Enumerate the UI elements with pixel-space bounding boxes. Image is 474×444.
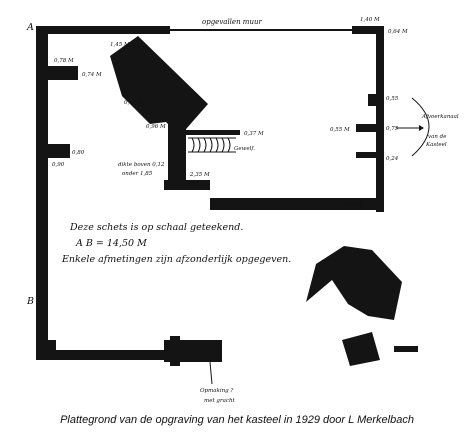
right-projection-2 [356,124,378,132]
ruin-fragment-small [394,346,418,352]
measure-left-top: 0,78 M [54,58,74,64]
measure-right-4: 0,55 M [330,127,350,133]
wall-right [376,26,384,212]
measure-diag-top: 1,45 M [110,42,130,48]
measure-right-3: 0,24 [386,156,399,162]
scale-line-2: A B = 14,50 M [75,238,147,249]
wall-gate-post [170,336,180,366]
wall-lower-interior [210,198,338,210]
wall-bottom-corner [40,340,56,356]
vault-bar [186,130,240,135]
measure-top-right-2: 0,64 M [388,29,408,35]
measure-mid-1: 0,37 M [244,131,264,137]
right-projection-1 [368,94,378,106]
measure-left-mid-2: 0,90 [52,162,65,168]
top-wall-label: opgevallen muur [202,18,262,26]
right-projection-3 [356,152,378,158]
measure-left-mid: 0,80 [72,150,85,156]
scale-line-1: Deze schets is op schaal geteekend. [69,222,243,233]
arrow-label-2: van de [428,134,447,140]
wall-right-lower [334,198,384,210]
measure-top-right-1: 1,40 M [360,17,380,23]
arrow-label-3: Kasteel [425,142,447,148]
dikte-line-1: dikte boven 0,12 [118,162,165,168]
measure-diag-mid: 0,42 M [124,100,144,106]
vault-label: Gewelf. [234,146,255,152]
wall-top-left [36,26,170,34]
interior-pier [168,120,186,184]
measure-right-1: 0,55 [386,96,399,102]
measure-mid-2: 2,35 M [189,172,210,178]
buttress-left-mid [48,144,70,158]
gate-label-1: Opmaking ? [200,388,233,394]
arrow-label-1: Afvoerkanaal [421,114,459,120]
interior-pier-base [164,180,210,190]
outlet-arc [411,97,430,157]
measure-diag-low: 0,96 M [146,124,166,130]
measure-left-top-2: 0,74 M [82,72,102,78]
corner-a-label: A [26,22,34,33]
outlet-arrow-head [419,125,424,131]
diagonal-tower [110,36,208,136]
ruin-fragment-medium [342,332,380,366]
dikte-line-2: onder 1,85 [122,171,153,177]
figure-caption: Plattegrond van de opgraving van het kas… [60,414,414,426]
vault-arcs [188,137,236,153]
gate-line [209,361,213,385]
buttress-left-top [48,66,78,80]
ruin-fragment-large [306,246,402,320]
wall-left [36,26,48,360]
measure-right-2: 0,75 [386,126,399,132]
corner-b-label: B [26,296,34,307]
wall-bottom-left [36,350,170,360]
measure-right-bottom: 0,60 M [342,202,362,208]
scale-line-3: Enkele afmetingen zijn afzonderlijk opge… [61,254,291,265]
gate-label-2: met gracht [204,398,235,404]
wall-top-right [352,26,384,34]
